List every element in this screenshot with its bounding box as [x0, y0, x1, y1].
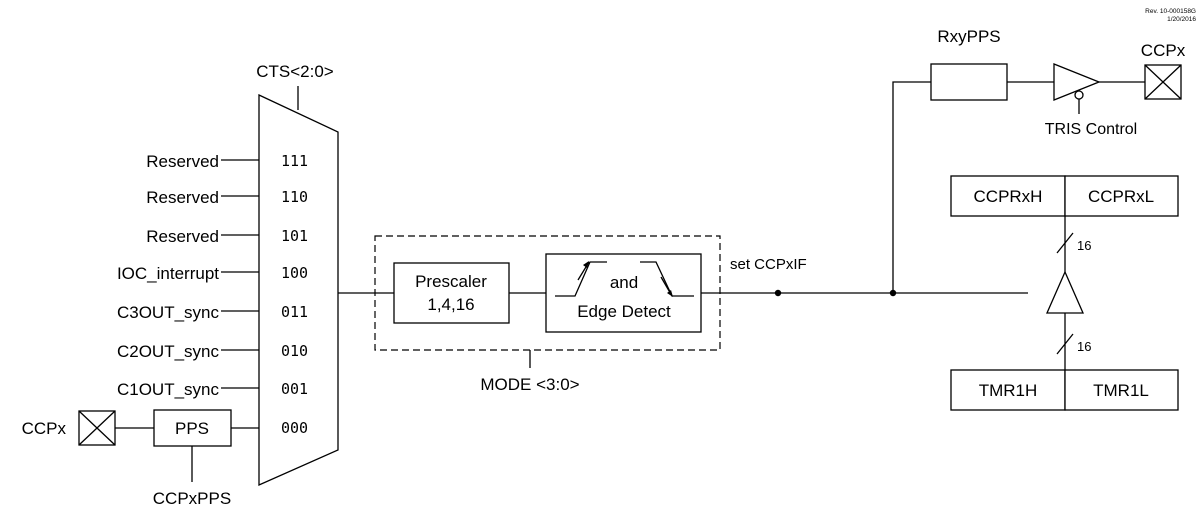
output-buffer [1053, 63, 1101, 101]
mux-select-code: 011 [281, 303, 308, 321]
mux-select-code: 100 [281, 264, 308, 282]
tmr-high-register [950, 369, 1066, 411]
input-pps-label: PPS [175, 419, 209, 438]
ccpr-high-register [950, 175, 1066, 217]
mux-input-label: C2OUT_sync [117, 342, 220, 361]
mux-input-row: Reserved 111 [146, 152, 308, 171]
output-pps-block [930, 63, 1008, 101]
mux-input-label: Reserved [146, 227, 219, 246]
bus-width-label: 16 [1077, 339, 1091, 354]
output-pin-label: CCPx [1141, 41, 1186, 60]
bus-width-label: 16 [1077, 238, 1091, 253]
tris-inversion-bubble [1074, 90, 1084, 100]
bus-width-slash [1056, 232, 1074, 254]
mux-select-label: CTS<2:0> [256, 62, 334, 81]
mux-select-code: 101 [281, 227, 308, 245]
mux-select-code: 001 [281, 380, 308, 398]
pps-select-label: CCPxPPS [153, 489, 231, 508]
mux-input-row: IOC_interrupt 100 [117, 264, 308, 283]
tmr-high-label: TMR1H [979, 381, 1038, 400]
mux-input-row: Reserved 101 [146, 227, 308, 246]
rising-edge-icon [555, 261, 607, 297]
mux-input-row: C2OUT_sync 010 [117, 342, 308, 361]
prescaler-block [393, 262, 510, 324]
tmr-low-register [1064, 369, 1179, 411]
mux-input-label: Reserved [146, 152, 219, 171]
mux-select-code: 111 [281, 152, 308, 170]
ccpr-high-label: CCPRxH [974, 187, 1043, 206]
mux-input-row: Reserved 110 [146, 188, 308, 207]
output-pps-label: RxyPPS [937, 27, 1000, 46]
output-pin-icon [1144, 64, 1182, 100]
mode-label: MODE <3:0> [480, 375, 579, 394]
mux-select-code: 010 [281, 342, 308, 360]
multiplexer [258, 93, 339, 486]
interrupt-junction-dot [774, 289, 782, 297]
prescaler-label: Prescaler [415, 272, 487, 291]
mux-input-row: 000 [281, 419, 308, 437]
revision-number: Rev. 10-000158G [1145, 8, 1196, 15]
mux-input-row: C1OUT_sync 001 [117, 380, 308, 399]
mux-select-code: 000 [281, 419, 308, 437]
interrupt-flag-label: set CCPxIF [730, 256, 807, 273]
revision-date: 1/20/2016 [1167, 16, 1196, 23]
output-route-line [892, 81, 931, 293]
mux-input-label: Reserved [146, 188, 219, 207]
ccpr-low-register [1064, 175, 1179, 217]
falling-edge-icon [640, 261, 694, 297]
bus-width-slash [1056, 333, 1074, 355]
input-pin-icon [78, 410, 116, 446]
mux-input-label: IOC_interrupt [117, 264, 219, 283]
capture-buffer [1046, 270, 1084, 314]
edge-detect-block [545, 253, 702, 333]
ccpr-low-label: CCPRxL [1088, 187, 1154, 206]
mux-select-code: 110 [281, 188, 308, 206]
mux-input-row: C3OUT_sync 011 [117, 303, 308, 322]
input-pin-label: CCPx [22, 419, 67, 438]
tmr-low-label: TMR1L [1093, 381, 1149, 400]
edge-detect-and-label: and [610, 273, 638, 292]
mux-input-label: C3OUT_sync [117, 303, 220, 322]
edge-detect-label: Edge Detect [577, 302, 671, 321]
prescaler-ratios: 1,4,16 [427, 295, 474, 314]
mux-input-label: C1OUT_sync [117, 380, 220, 399]
tris-control-label: TRIS Control [1045, 121, 1137, 138]
